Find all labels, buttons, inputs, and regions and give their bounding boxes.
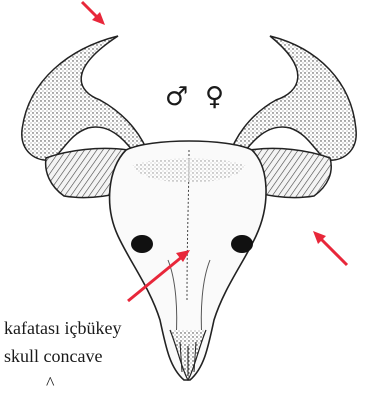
left-eye-socket [131, 235, 153, 253]
arrow-right-horn [313, 231, 347, 265]
arrow-top-left [82, 2, 105, 25]
caption-turkish: kafatası içbükey [4, 319, 121, 337]
right-eye-socket [231, 235, 253, 253]
caption-english: skull concave [4, 347, 102, 365]
female-symbol: ♀ [205, 84, 224, 110]
left-horn [22, 36, 150, 160]
right-horn [228, 36, 356, 160]
caption-tail-mark: ^ [46, 374, 54, 392]
diagram-canvas: ♂ ♀ kafatası içbükey skull concave ^ [0, 0, 374, 385]
male-symbol: ♂ [165, 84, 188, 110]
